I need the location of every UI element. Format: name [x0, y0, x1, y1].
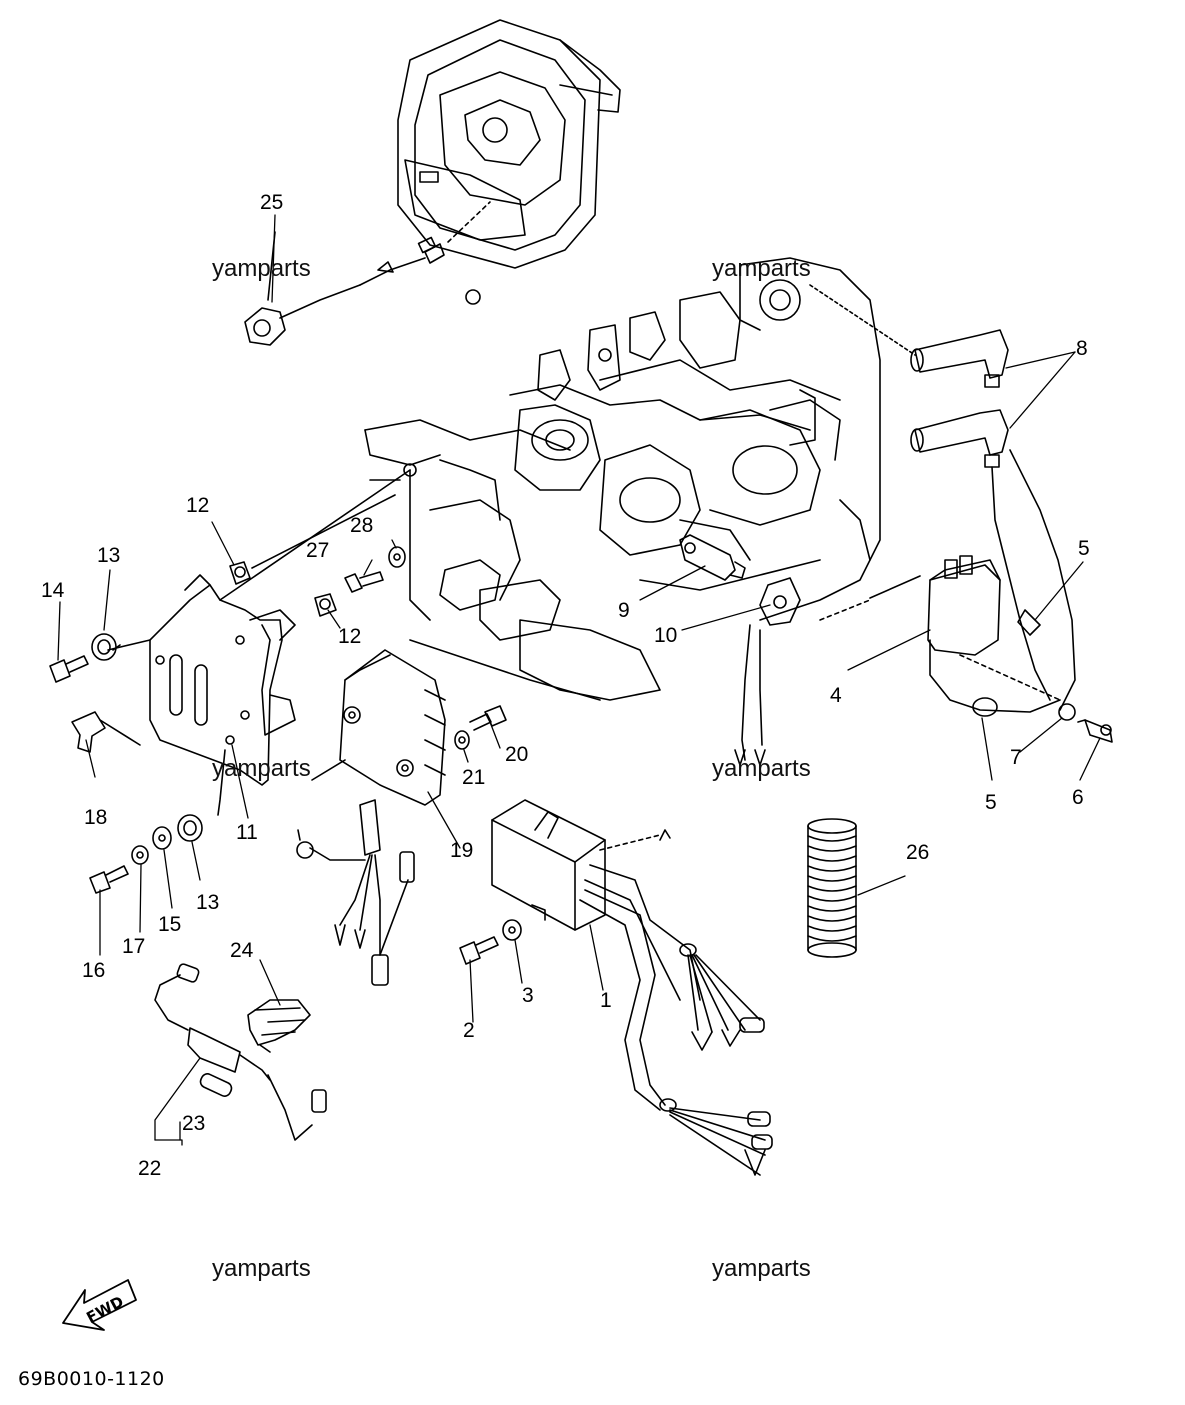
- callout-12b: 12: [338, 625, 362, 648]
- watermark: yamparts: [212, 1255, 311, 1282]
- powerhead-drawing: [364, 257, 881, 701]
- watermark: yamparts: [712, 255, 811, 282]
- watermark: yamparts: [212, 255, 311, 282]
- watermark: yamparts: [712, 1255, 811, 1282]
- upper-cover-drawing: [397, 19, 621, 269]
- plug-caps-8-drawing: [809, 284, 1076, 711]
- callout-3: 3: [522, 984, 534, 1007]
- callout-5b: 5: [985, 791, 997, 814]
- ground-wire-10-drawing: [734, 577, 801, 766]
- callout-11: 11: [236, 821, 258, 844]
- callout-5a: 5: [1078, 537, 1090, 560]
- callout-27: 27: [306, 539, 330, 562]
- callout-25: 25: [260, 191, 284, 214]
- watermark: yamparts: [212, 755, 311, 782]
- ignition-coil-4-drawing: [819, 555, 1113, 743]
- callout-16: 16: [82, 959, 106, 982]
- fwd-arrow: [62, 1279, 137, 1331]
- callout-9: 9: [618, 599, 630, 622]
- callout-28: 28: [350, 514, 374, 537]
- callout-21: 21: [462, 766, 486, 789]
- callout-13b: 13: [196, 891, 220, 914]
- callout-13a: 13: [97, 544, 121, 567]
- callout-26: 26: [906, 841, 930, 864]
- callout-12a: 12: [186, 494, 210, 517]
- bracket-11-drawing: [99, 469, 411, 816]
- diagram-code: 69B0010-1120: [18, 1368, 165, 1390]
- callout-22: 22: [138, 1157, 162, 1180]
- leader-lines: [57, 214, 1101, 1146]
- callout-6: 6: [1072, 786, 1084, 809]
- callout-24: 24: [230, 939, 254, 962]
- thermo-switch-drawing: [154, 963, 327, 1141]
- callout-23: 23: [182, 1112, 206, 1135]
- callout-4: 4: [830, 684, 842, 707]
- fasteners-drawing: [49, 546, 522, 965]
- fwd-label: FWD: [83, 1292, 126, 1326]
- callout-14: 14: [41, 579, 65, 602]
- callout-15: 15: [158, 913, 182, 936]
- watermark: yamparts: [712, 755, 811, 782]
- rectifier-19-drawing: [296, 649, 446, 986]
- callout-8: 8: [1076, 337, 1088, 360]
- hose-26-drawing: [807, 818, 857, 958]
- callout-10: 10: [654, 624, 678, 647]
- callout-7: 7: [1010, 746, 1022, 769]
- callout-17: 17: [122, 935, 146, 958]
- callout-20: 20: [505, 743, 529, 766]
- sensor-9-drawing: [679, 534, 746, 581]
- callout-18: 18: [84, 806, 108, 829]
- callout-2: 2: [463, 1019, 475, 1042]
- cdi-unit-1-drawing: [491, 799, 773, 1176]
- callout-19: 19: [450, 839, 474, 862]
- callout-1: 1: [600, 989, 612, 1012]
